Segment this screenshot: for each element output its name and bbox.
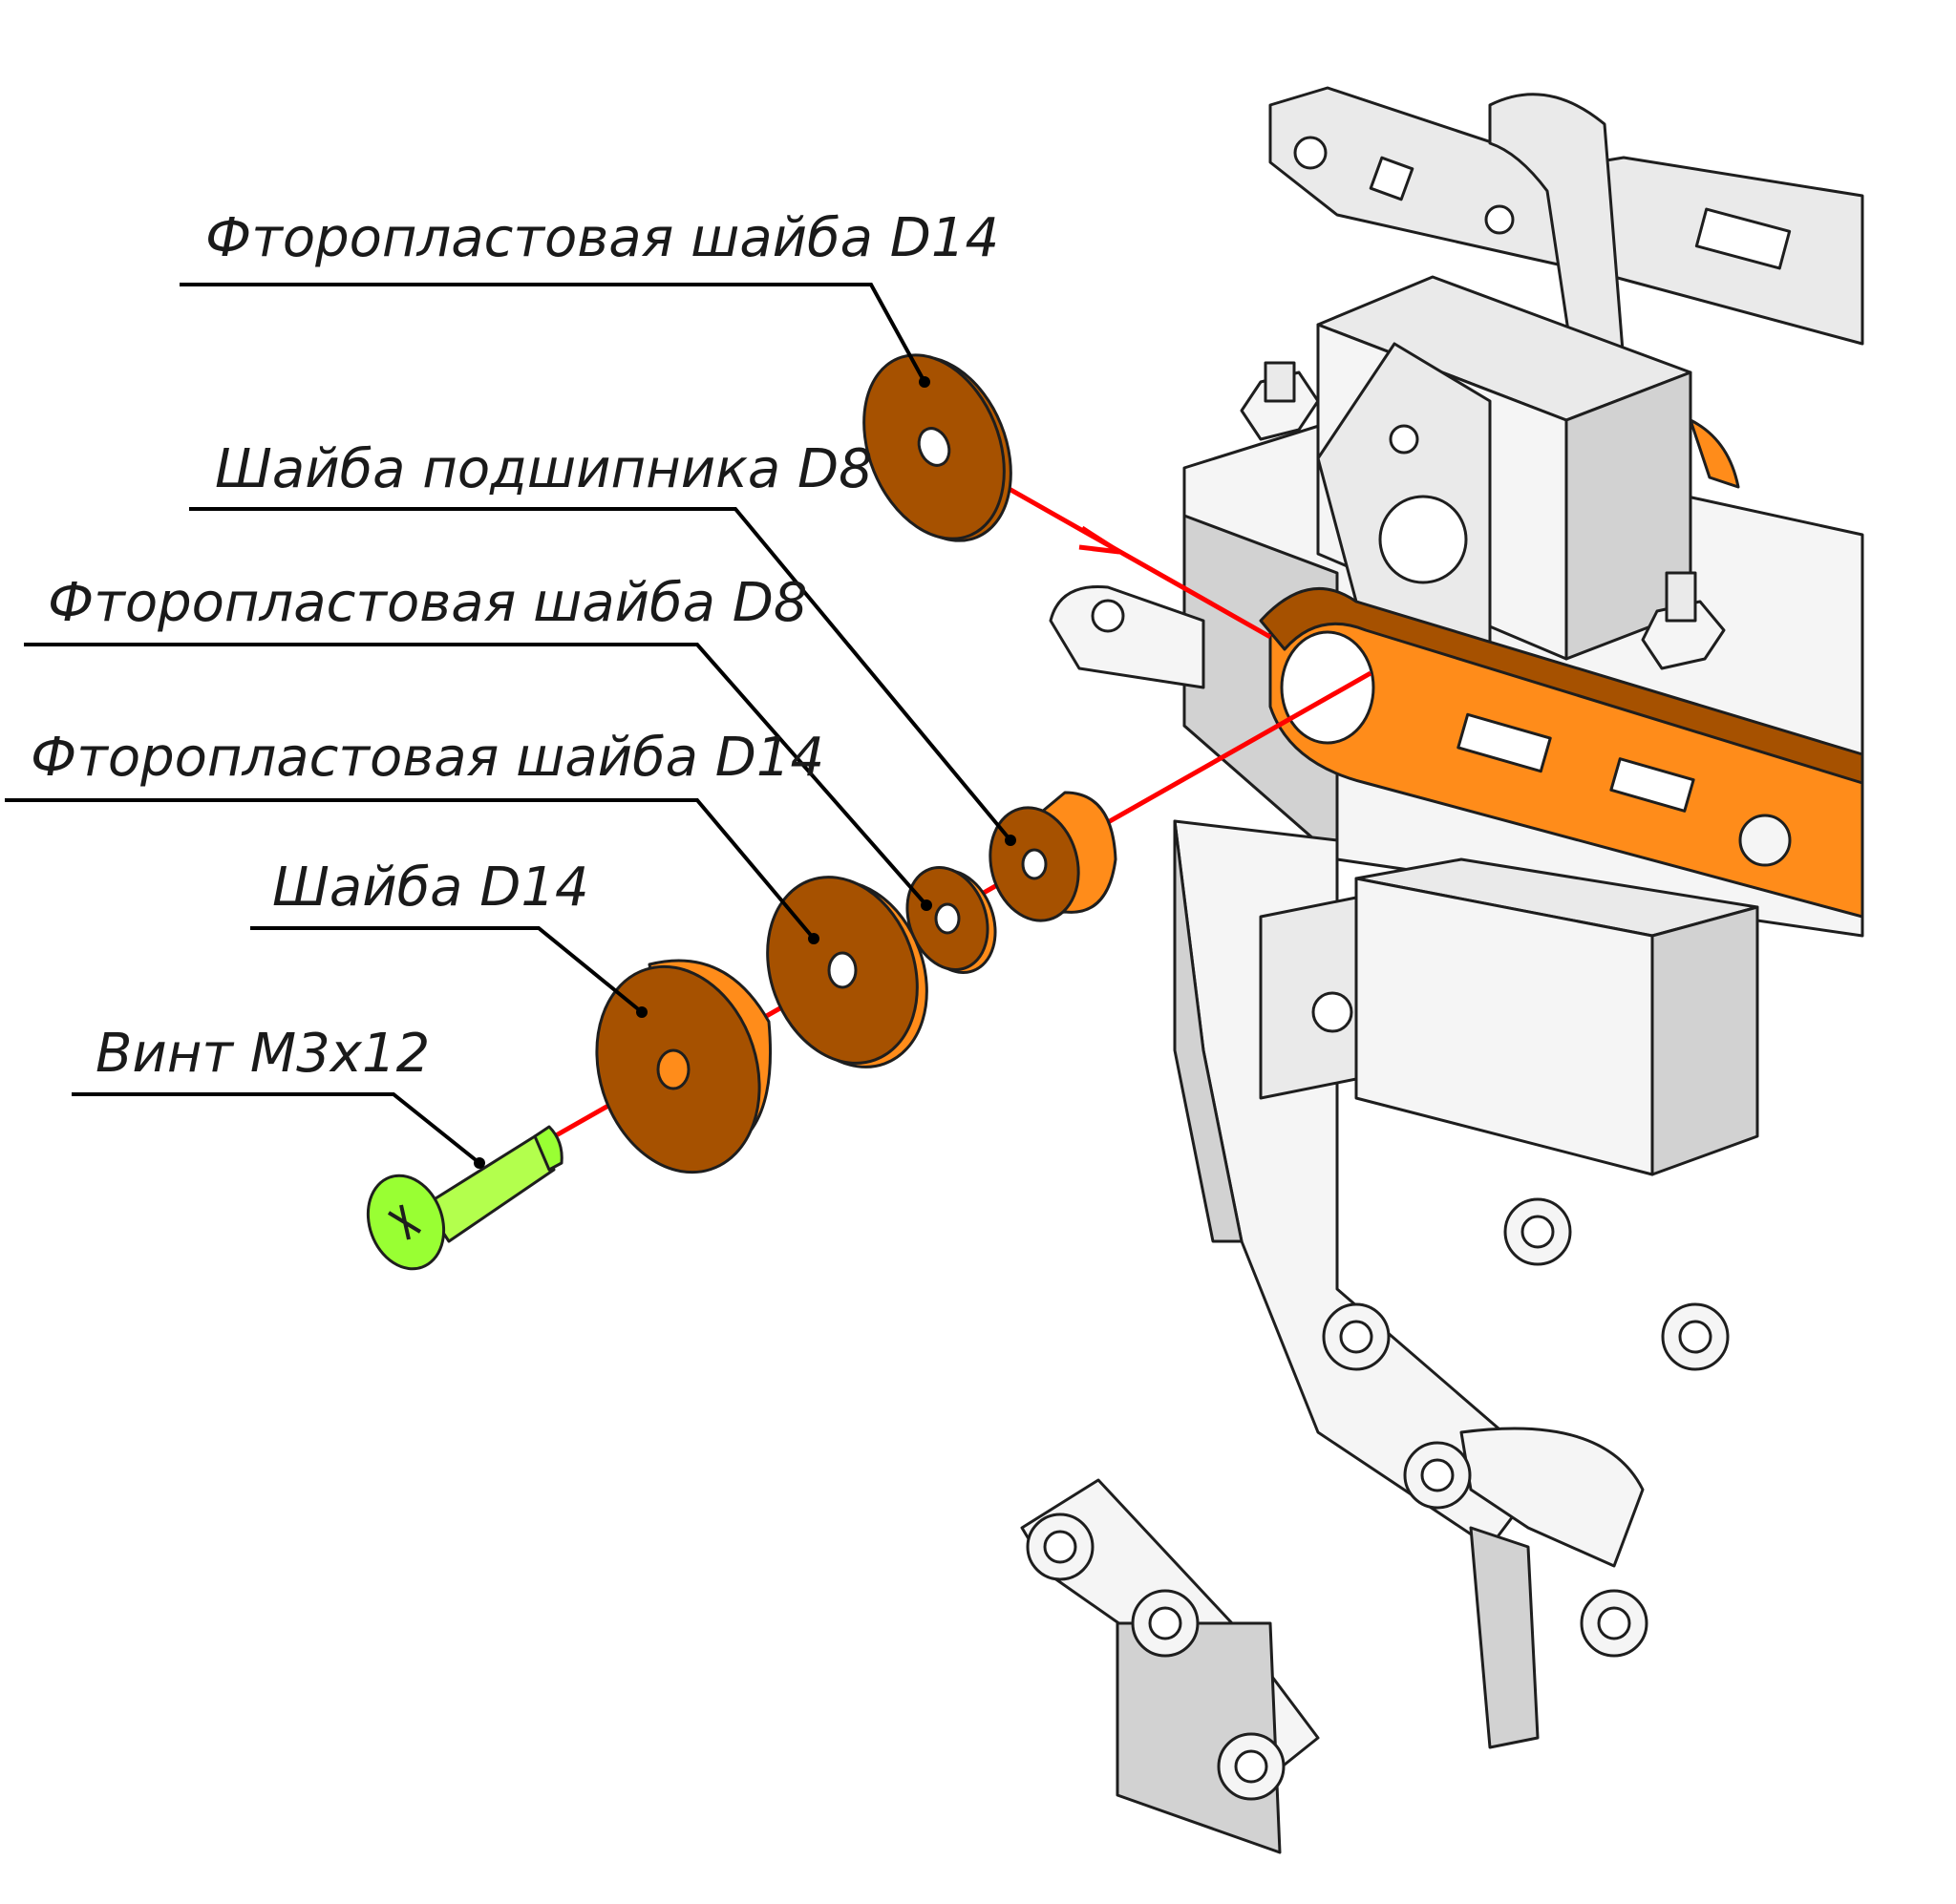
leader-dot — [474, 1157, 485, 1169]
callout-label-fluoroplastic-washer-d14-top: Фторопластовая шайба D14 — [205, 207, 999, 269]
mechanism-frame — [1020, 86, 1864, 1854]
axis-arrow-icon — [1078, 525, 1121, 555]
leader-dot — [808, 933, 819, 944]
callout-label-bearing-washer-d8: Шайба подшипника D8 — [215, 438, 873, 500]
callout-washer-d14: Шайба D14 — [250, 857, 648, 1018]
callout-fluoroplastic-washer-d14-bottom: Фторопластовая шайба D14 — [5, 727, 824, 944]
callout-label-fluoroplastic-washer-d8: Фторопластовая шайба D8 — [48, 572, 807, 634]
fluoroplastic-washer-d14-top-part — [862, 353, 1012, 542]
cross-slot-icon — [387, 1204, 422, 1240]
callout-screw-m3x12: Винт М3х12 — [72, 1023, 485, 1169]
callout-label-fluoroplastic-washer-d14-bottom: Фторопластовая шайба D14 — [31, 727, 824, 789]
leader-dot — [921, 899, 932, 911]
leader-dot — [636, 1006, 648, 1018]
fluoroplastic-washer-d8-part — [905, 866, 997, 974]
callout-label-screw-m3x12: Винт М3х12 — [96, 1023, 430, 1085]
callout-label-washer-d14: Шайба D14 — [272, 857, 589, 919]
fluoroplastic-washer-d14-bottom-part — [766, 876, 928, 1068]
callout-fluoroplastic-washer-d8: Фторопластовая шайба D8 — [24, 572, 932, 911]
orange-lever-arm — [1259, 418, 1864, 919]
washer-d14-part — [595, 959, 773, 1174]
callouts: Фторопластовая шайба D14 Шайба подшипник… — [5, 207, 1016, 1169]
callout-fluoroplastic-washer-d14-top: Фторопластовая шайба D14 — [180, 207, 999, 388]
callout-bearing-washer-d8: Шайба подшипника D8 — [189, 438, 1016, 846]
bearing-washer-d8-part — [989, 791, 1117, 922]
screw-m3x12-part — [366, 1125, 563, 1271]
leader-dot — [919, 376, 930, 388]
leader-dot — [1005, 835, 1016, 846]
